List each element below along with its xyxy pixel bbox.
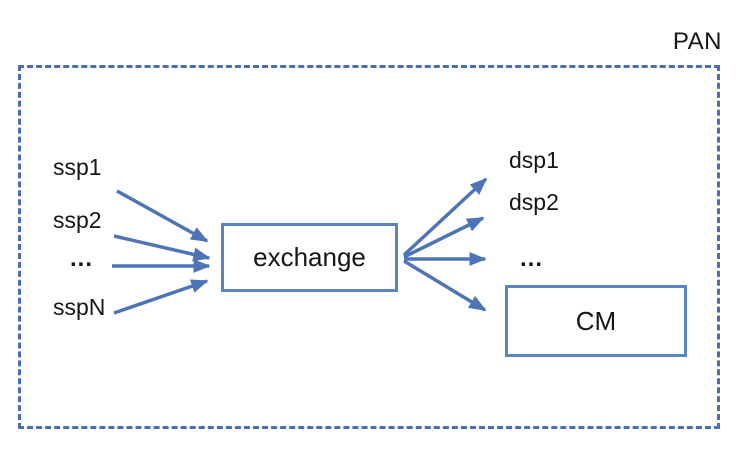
exchange-box: exchange — [221, 223, 398, 292]
arrow-exchange-to-dsp1 — [402, 177, 488, 257]
source-label-ssp1: ssp1 — [53, 154, 102, 180]
exchange-box-label: exchange — [253, 242, 366, 272]
arrow-ssp1-to-exchange — [116, 189, 209, 243]
source-label-ellipsis: ... — [70, 245, 94, 272]
arrow-sspN-to-exchange — [113, 279, 209, 315]
cm-box: CM — [505, 285, 687, 357]
destination-label-ellipsis: ... — [520, 245, 544, 272]
arrow-exchange-to-cm — [403, 259, 487, 312]
pan-label: PAN — [672, 28, 722, 55]
destination-label-dsp2: dsp2 — [509, 189, 559, 215]
source-label-ssp2: ssp2 — [53, 207, 102, 233]
arrow-exchange-to-dsp2 — [403, 216, 485, 259]
source-label-sspN: sspN — [53, 294, 106, 320]
pan-dashed-boundary — [18, 65, 720, 429]
cm-box-label: CM — [575, 305, 617, 336]
destination-label-dsp1: dsp1 — [509, 147, 559, 173]
arrow-ssp2-to-exchange — [113, 234, 211, 262]
